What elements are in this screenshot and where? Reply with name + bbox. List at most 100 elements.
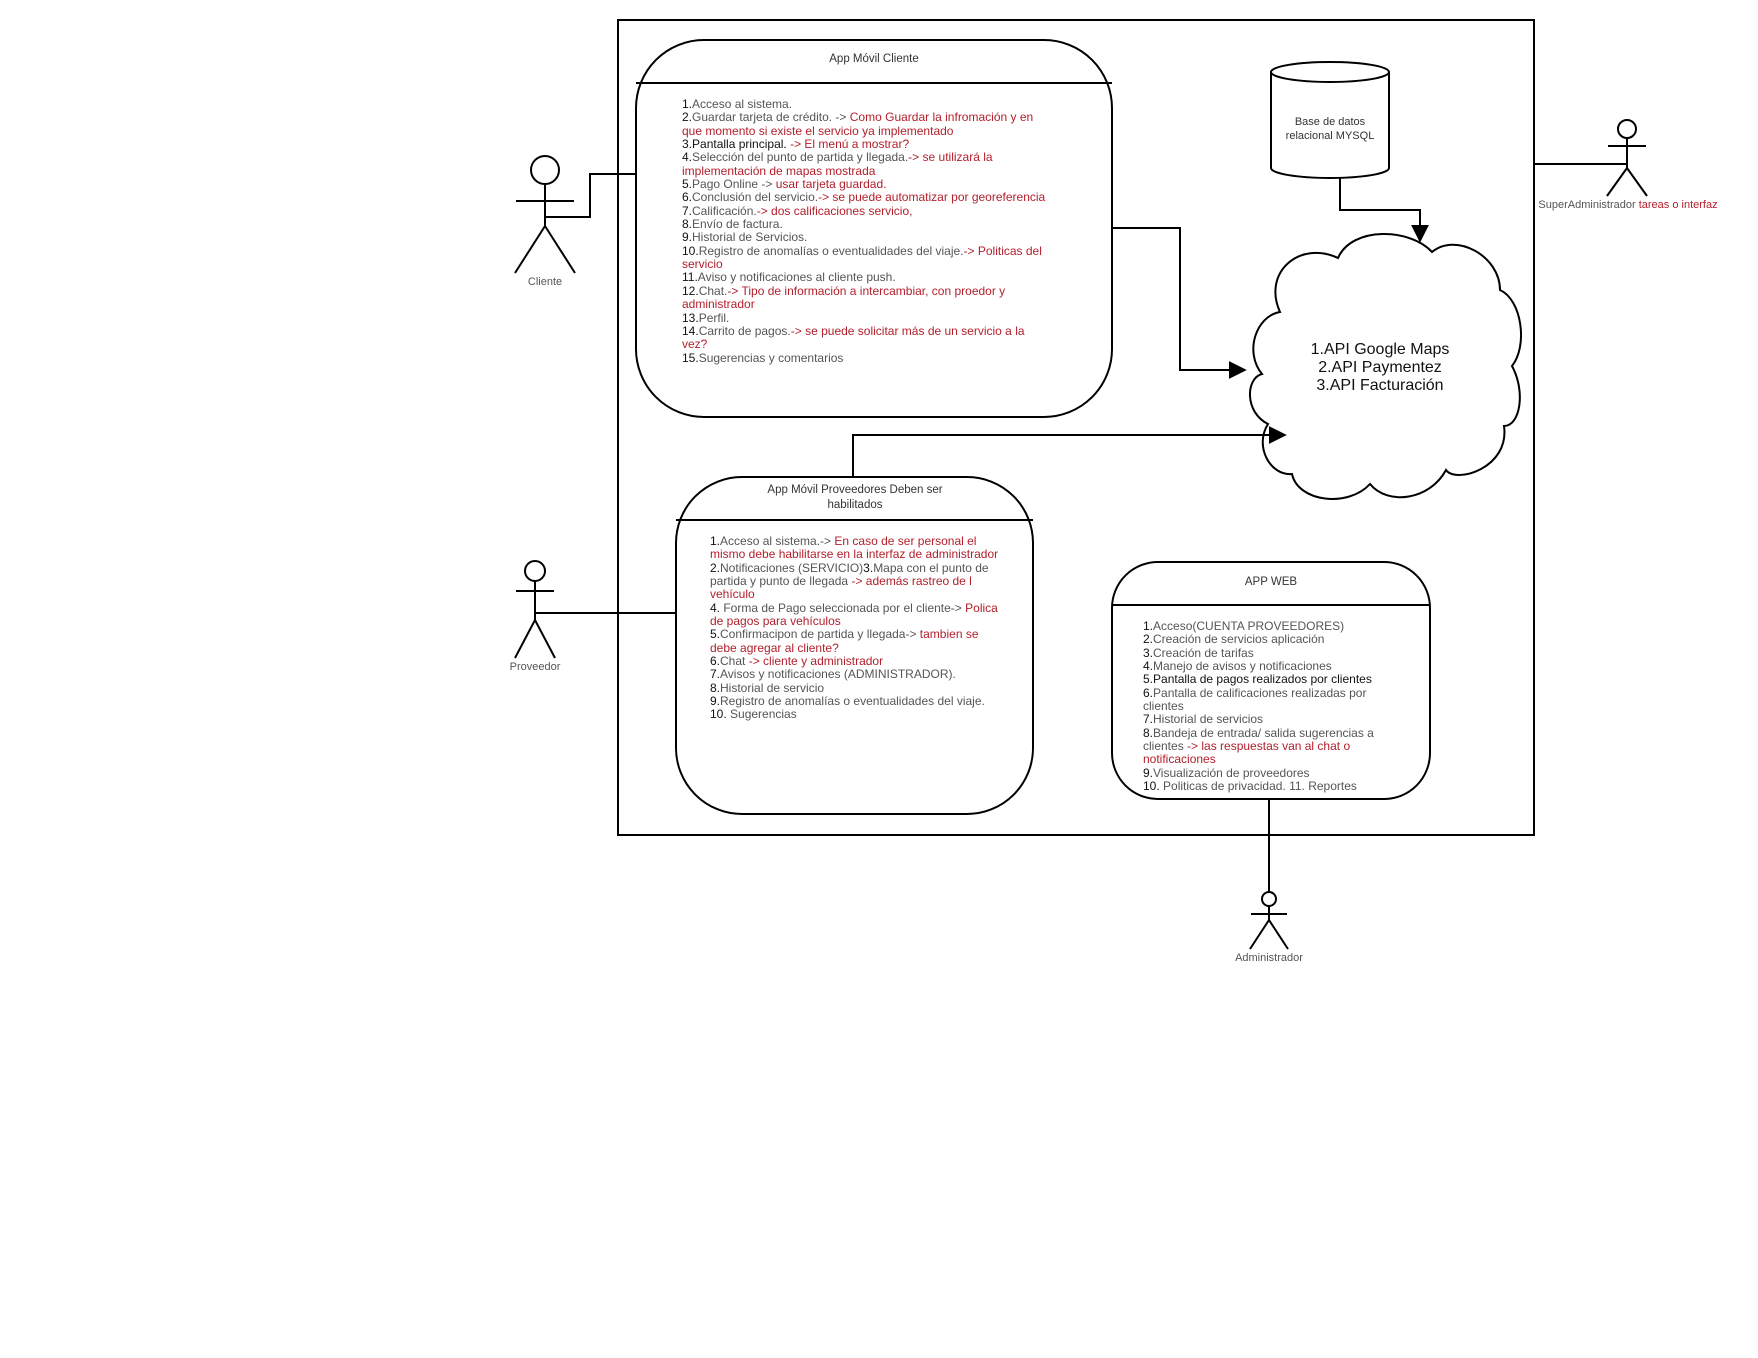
list-item: 10. Sugerencias bbox=[710, 708, 1000, 721]
actor-superadmin-figure[interactable] bbox=[1606, 119, 1648, 197]
connector-cliente-api bbox=[1112, 227, 1247, 379]
item-number: 5. bbox=[1143, 672, 1154, 687]
actor-proveedor-figure[interactable] bbox=[514, 560, 556, 659]
note-text: -> se utilizará la implementación de map… bbox=[682, 150, 993, 178]
item-text: Mapa con el punto de partida y punto de … bbox=[710, 560, 989, 589]
item-text: Politicas de privacidad. 11. Reportes bbox=[1163, 779, 1357, 794]
item-text: Forma de Pago seleccionada por el client… bbox=[723, 600, 966, 615]
database-label: Base de datos relacional MYSQL bbox=[1271, 116, 1389, 143]
item-text: Acceso al sistema. bbox=[692, 97, 793, 111]
list-item: 14.Carrito de pagos.-> se puede solicita… bbox=[682, 323, 1052, 352]
actor-cliente-label: Cliente bbox=[527, 276, 563, 288]
item-number: 7. bbox=[710, 667, 721, 682]
api-cloud[interactable] bbox=[1249, 233, 1523, 500]
app-proveedores-box[interactable] bbox=[675, 476, 1034, 815]
item-text: Pantalla principal. bbox=[692, 137, 791, 152]
database-cylinder[interactable] bbox=[1270, 61, 1390, 179]
item-text: Selección del punto de partida y llegada… bbox=[692, 150, 909, 165]
item-text: Manejo de avisos y notificaciones bbox=[1153, 659, 1332, 674]
list-item: 7.Avisos y notificaciones (ADMINISTRADOR… bbox=[710, 668, 1000, 681]
item-text: Acceso al sistema.-> bbox=[720, 534, 835, 548]
item-number: 5. bbox=[682, 177, 693, 192]
actor-cliente-figure[interactable] bbox=[514, 155, 576, 274]
actor-proveedor-label: Proveedor bbox=[509, 661, 561, 673]
item-text: Pantalla de pagos realizados por cliente… bbox=[1153, 672, 1372, 687]
database-label-line1: Base de datos bbox=[1294, 116, 1366, 128]
note-text: Como Guardar la infromación y en que mom… bbox=[682, 110, 1034, 138]
item-number: 3. bbox=[1143, 645, 1154, 660]
cloud-line-3: 3.API Facturación bbox=[1316, 377, 1444, 394]
item-text: Historial de servicio bbox=[720, 680, 825, 695]
item-number: 7. bbox=[1143, 712, 1154, 727]
list-item: 10.Registro de anomalías o eventualidade… bbox=[682, 243, 1052, 272]
item-number: 8. bbox=[1143, 725, 1154, 740]
item-text: Pago Online -> bbox=[692, 177, 776, 192]
item-number: 1. bbox=[710, 534, 721, 548]
list-item: 7.Historial de servicios bbox=[1143, 713, 1393, 726]
list-item: 2.Guardar tarjeta de crédito. -> Como Gu… bbox=[682, 111, 1052, 138]
list-item: 9.Registro de anomalías o eventualidades… bbox=[710, 694, 1000, 709]
item-text: Perfil. bbox=[698, 310, 730, 325]
item-text: Visualización de proveedores bbox=[1153, 765, 1310, 780]
list-item: 2.Notificaciones (SERVICIO)3.Mapa con el… bbox=[710, 560, 1000, 602]
item-text: Sugerencias bbox=[730, 707, 797, 722]
item-text: Historial de Servicios. bbox=[692, 230, 808, 245]
item-text: Envío de factura. bbox=[692, 217, 783, 232]
item-text: Carrito de pagos. bbox=[698, 323, 791, 338]
item-number: 1. bbox=[1143, 619, 1154, 633]
item-text: Conclusión del servicio. bbox=[692, 190, 819, 205]
note-text: -> Politicas del servicio bbox=[682, 243, 1042, 272]
note-text: -> dos calificaciones servicio, bbox=[756, 203, 913, 218]
item-number: 2. bbox=[1143, 632, 1154, 647]
item-number: 12. bbox=[682, 283, 699, 298]
list-item: 12.Chat.-> Tipo de información a interca… bbox=[682, 283, 1052, 312]
item-number: 4. bbox=[682, 150, 693, 165]
app-cliente-box[interactable] bbox=[635, 39, 1113, 418]
item-text: Notificaciones (SERVICIO) bbox=[720, 560, 864, 575]
item-text: Avisos y notificaciones (ADMINISTRADOR). bbox=[720, 667, 956, 682]
item-text: Acceso(CUENTA PROVEEDORES) bbox=[1153, 619, 1345, 633]
actor-administrador-figure[interactable] bbox=[1249, 891, 1289, 950]
item-number: 15. bbox=[682, 350, 699, 365]
database-label-line2: relacional MYSQL bbox=[1285, 129, 1375, 142]
list-item: 13.Perfil. bbox=[682, 310, 1052, 325]
item-number: 6. bbox=[682, 190, 693, 205]
list-item: 15.Sugerencias y comentarios bbox=[682, 350, 1052, 365]
item-number: 3. bbox=[863, 560, 874, 575]
item-number: 9. bbox=[710, 694, 721, 709]
list-item: 5.Pantalla de pagos realizados por clien… bbox=[1143, 673, 1393, 686]
note-text: usar tarjeta guardad. bbox=[775, 177, 887, 192]
list-item: 6.Conclusión del servicio.-> se puede au… bbox=[682, 191, 1052, 204]
item-number: 5. bbox=[710, 627, 721, 642]
item-text: Aviso y notificaciones al cliente push. bbox=[697, 270, 896, 285]
app-proveedores-list: 1.Acceso al sistema.-> En caso de ser pe… bbox=[710, 534, 1000, 722]
superadmin-note: tareas o interfaz bbox=[1638, 199, 1718, 211]
list-item: 3.Pantalla principal. -> El menú a mostr… bbox=[682, 137, 1052, 152]
list-item: 6.Pantalla de calificaciones realizadas … bbox=[1143, 686, 1393, 714]
item-number: 1. bbox=[682, 97, 693, 111]
item-number: 7. bbox=[682, 203, 693, 218]
actor-administrador-label: Administrador bbox=[1235, 952, 1303, 964]
note-text: En caso de ser personal el mismo debe ha… bbox=[710, 534, 999, 562]
actor-superadmin-label: SuperAdministrador tareas o interfaz bbox=[1528, 199, 1728, 211]
item-number: 10. bbox=[1143, 779, 1164, 794]
app-web-box[interactable] bbox=[1111, 561, 1431, 800]
list-item: 3.Creación de tarifas bbox=[1143, 645, 1393, 660]
list-item: 6.Chat -> cliente y administrador bbox=[710, 654, 1000, 669]
item-number: 4. bbox=[710, 600, 724, 615]
list-item: 4.Selección del punto de partida y llega… bbox=[682, 151, 1052, 178]
cloud-label: 1.API Google Maps 2.API Paymentez 3.API … bbox=[1280, 341, 1480, 395]
app-web-title: APP WEB bbox=[1244, 576, 1298, 588]
item-text: Chat bbox=[720, 654, 749, 669]
item-text: Sugerencias y comentarios bbox=[698, 350, 844, 365]
item-number: 2. bbox=[682, 110, 693, 125]
list-item: 4.Manejo de avisos y notificaciones bbox=[1143, 659, 1393, 674]
item-number: 9. bbox=[1143, 765, 1154, 780]
item-number: 3. bbox=[682, 137, 693, 152]
note-text: -> El menú a mostrar? bbox=[790, 137, 910, 152]
list-item: 4. Forma de Pago seleccionada por el cli… bbox=[710, 600, 1000, 629]
note-text: -> además rastreo de l vehículo bbox=[710, 574, 972, 602]
item-number: 6. bbox=[710, 654, 721, 669]
superadmin-name: SuperAdministrador bbox=[1538, 199, 1636, 211]
note-text: -> se puede automatizar por georeferenci… bbox=[818, 190, 1046, 205]
